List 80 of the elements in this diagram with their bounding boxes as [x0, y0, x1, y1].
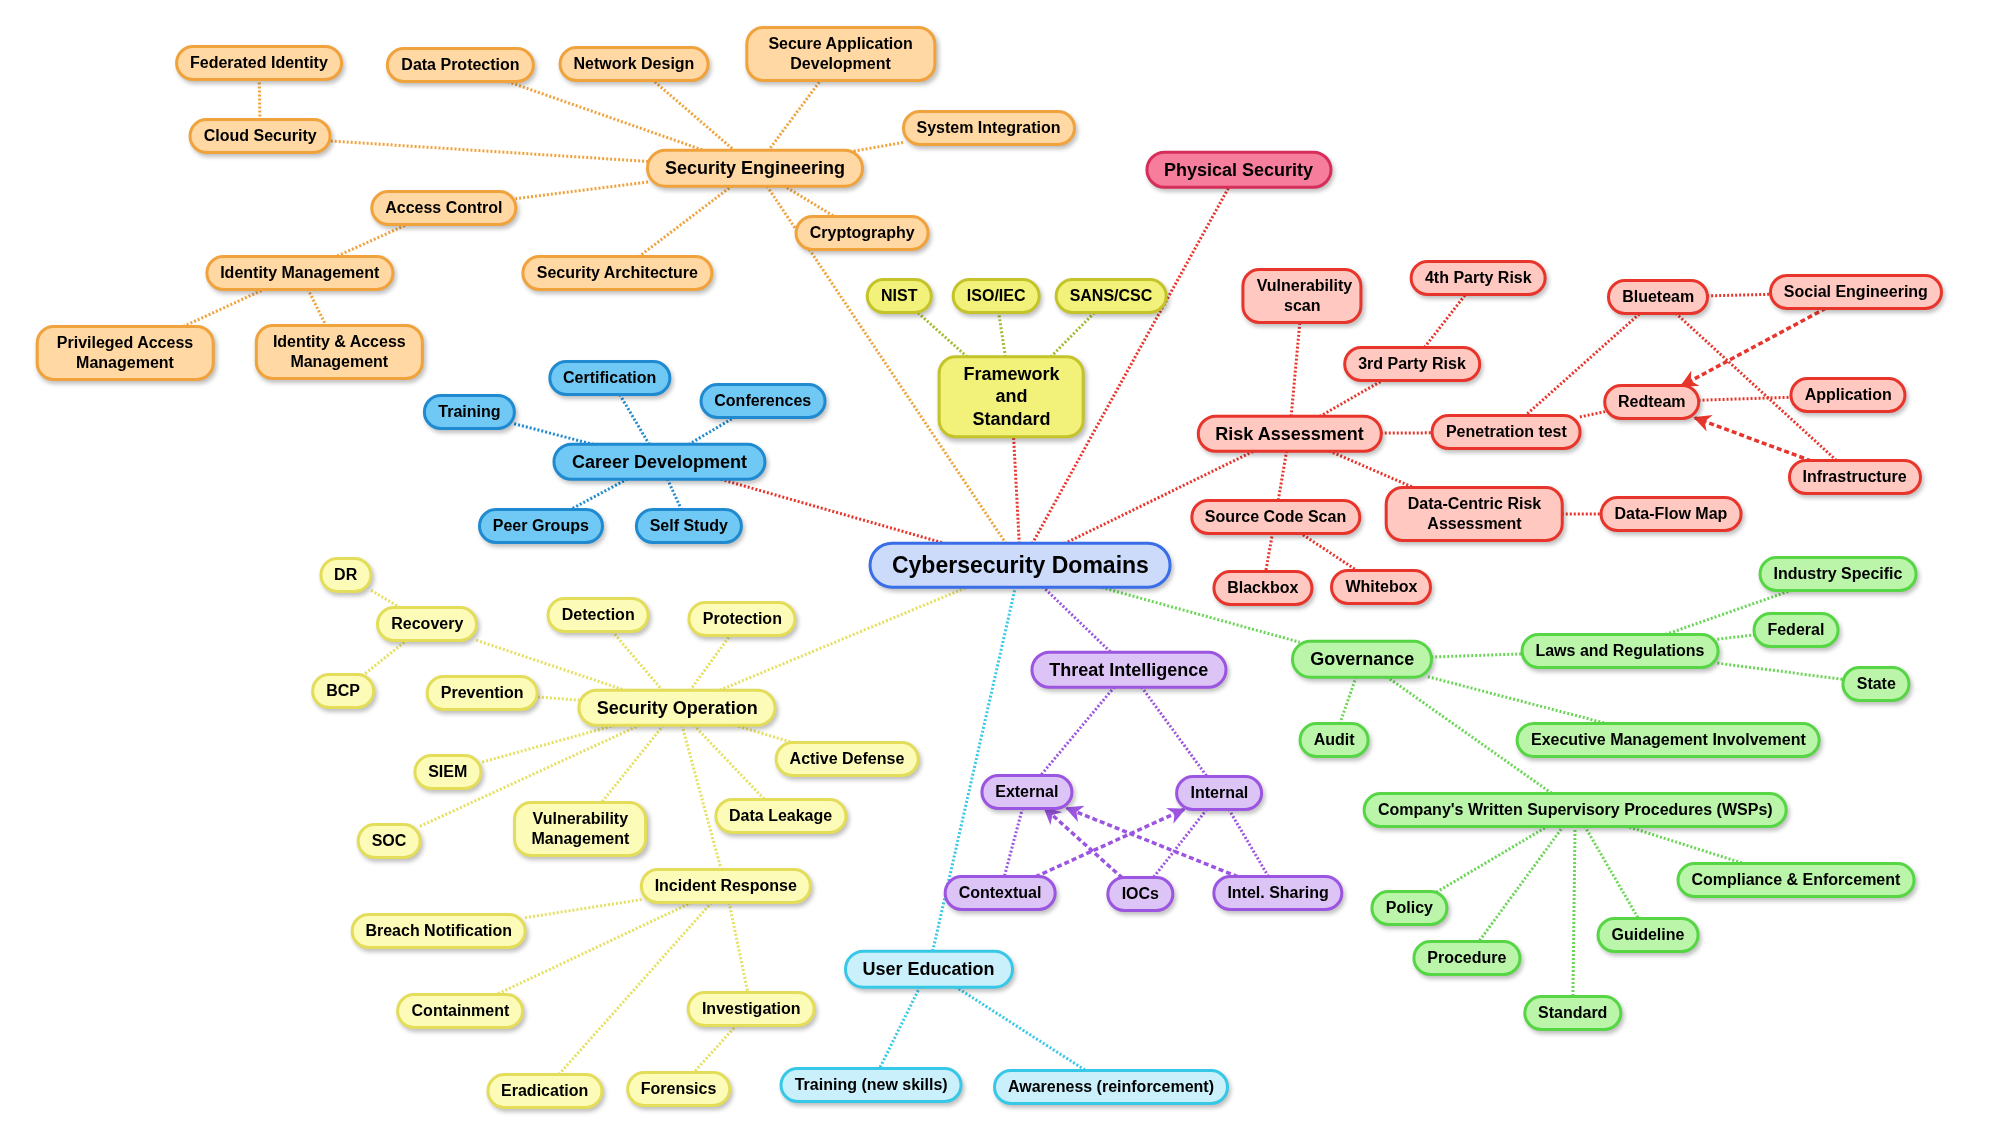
topic-node: Awareness (reinforcement) [992, 1068, 1229, 1105]
topic-node: DR [319, 557, 373, 594]
topic-node: Containment [396, 993, 525, 1030]
topic-node: Breach Notification [350, 913, 528, 950]
topic-node: ISO/IEC [951, 277, 1041, 314]
topic-node: Privileged Access Management [35, 325, 215, 382]
topic-node: Data-Centric Risk Assessment [1385, 486, 1564, 542]
topic-node: Training [423, 394, 516, 430]
topic-node: Cryptography [794, 215, 930, 252]
topic-node: Vulnerability Management [513, 801, 648, 858]
topic-node: Identity Management [205, 254, 395, 291]
topic-node: Penetration test [1430, 414, 1582, 451]
topic-node: NIST [866, 277, 933, 314]
topic-node: Protection [687, 600, 797, 637]
topic-node: System Integration [901, 109, 1076, 146]
topic-node: Access Control [370, 189, 518, 226]
topic-node: Peer Groups [477, 507, 604, 544]
topic-node: Source Code Scan [1189, 498, 1362, 535]
topic-node: Security Operation [577, 688, 777, 728]
topic-node: Security Engineering [646, 149, 865, 188]
topic-node: Standard [1523, 994, 1623, 1031]
topic-node: External [980, 774, 1074, 811]
topic-node: Laws and Regulations [1520, 632, 1720, 669]
topic-node: SIEM [413, 753, 483, 790]
topic-node: 4th Party Risk [1409, 260, 1547, 297]
topic-node: Self Study [634, 507, 743, 544]
topic-node: Active Defense [774, 740, 920, 777]
topic-node: Federal [1752, 612, 1840, 649]
topic-node: Framework and Standard [938, 354, 1085, 439]
topic-node: State [1841, 665, 1911, 702]
topic-node: Industry Specific [1758, 555, 1918, 592]
topic-node: Threat Intelligence [1030, 650, 1228, 689]
topic-node: Investigation [686, 990, 816, 1027]
topic-node: Data-Flow Map [1599, 496, 1743, 532]
topic-node: Cybersecurity Domains [868, 541, 1172, 589]
topic-node: Policy [1370, 890, 1448, 927]
topic-node: Conferences [699, 382, 827, 419]
topic-node: Certification [548, 359, 672, 396]
topic-node: Data Protection [386, 47, 535, 84]
topic-node: Security Architecture [521, 254, 713, 291]
topic-node: Secure Application Development [744, 25, 937, 82]
topic-node: Network Design [558, 45, 710, 82]
topic-node: Federated Identity [175, 44, 343, 81]
topic-node: Compliance & Enforcement [1676, 862, 1916, 899]
topic-node: Internal [1175, 775, 1264, 812]
topic-node: Data Leakage [714, 798, 848, 835]
topic-node: User Education [843, 950, 1014, 989]
topic-node: Executive Management Involvement [1516, 721, 1821, 758]
topic-node: Training (new skills) [779, 1067, 963, 1104]
topic-node: IOCs [1106, 876, 1174, 913]
topic-node: SOC [356, 822, 422, 859]
topic-node: Governance [1291, 640, 1434, 679]
topic-node: Company's Written Supervisory Procedures (WSPs) [1362, 791, 1788, 828]
topic-node: Incident Response [639, 868, 812, 905]
topic-node: Guideline [1596, 916, 1700, 953]
topic-node: Blackbox [1212, 570, 1314, 606]
topic-node: Infrastructure [1787, 459, 1922, 496]
topic-node: Eradication [486, 1072, 604, 1109]
topic-node: Procedure [1412, 939, 1522, 976]
topic-node: Physical Security [1144, 150, 1333, 189]
topic-node: Application [1789, 377, 1907, 414]
topic-node: Identity & Access Management [255, 324, 424, 381]
topic-node: Recovery [376, 605, 479, 642]
topic-node: Intel. Sharing [1212, 874, 1344, 911]
topic-node: BCP [311, 673, 375, 710]
topic-node: Whitebox [1330, 568, 1433, 605]
topic-node: Blueteam [1607, 279, 1710, 316]
topic-node: Audit [1298, 721, 1370, 758]
topic-node: Vulnerability scan [1241, 267, 1363, 324]
topic-node: Social Engineering [1768, 274, 1943, 311]
topic-node: SANS/CSC [1054, 277, 1168, 314]
topic-node: Detection [546, 596, 650, 633]
topic-node: Cloud Security [188, 118, 332, 155]
topic-node: Risk Assessment [1196, 414, 1383, 453]
topic-node: Redteam [1603, 383, 1701, 420]
topic-node: Contextual [943, 874, 1057, 911]
topic-node: 3rd Party Risk [1343, 345, 1481, 382]
topic-node: Forensics [625, 1071, 732, 1108]
topic-node: Prevention [425, 674, 539, 711]
topic-node: Career Development [552, 442, 766, 481]
